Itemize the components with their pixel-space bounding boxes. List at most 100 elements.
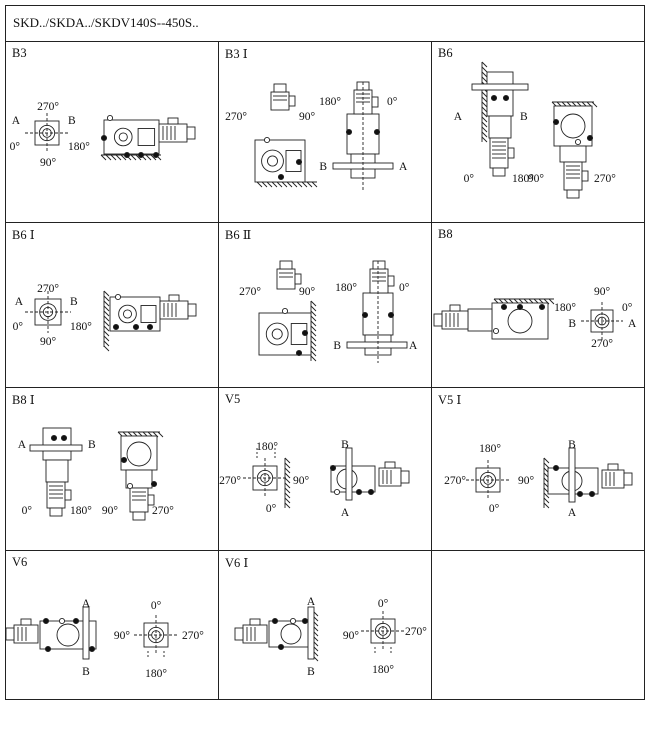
motor-end-cap xyxy=(279,260,293,270)
hatch-stroke xyxy=(548,298,555,305)
position-label: 0° xyxy=(151,600,162,612)
terminal-box xyxy=(581,170,589,182)
motor xyxy=(369,260,395,294)
drain-plug-icon xyxy=(361,311,369,319)
position-label: 270° xyxy=(225,111,247,123)
drain-plug-icon xyxy=(150,480,158,488)
hatch-stroke xyxy=(481,111,488,118)
hatch-stroke xyxy=(481,106,488,113)
gear-unit xyxy=(258,312,312,356)
drain-plug-icon xyxy=(538,303,546,311)
hatch-stroke xyxy=(543,502,550,509)
gear-hub xyxy=(271,328,283,340)
hatch-stroke xyxy=(103,305,110,312)
gear-hub xyxy=(122,309,133,319)
gear-hub xyxy=(118,132,128,142)
position-label: B xyxy=(520,111,528,123)
hatch-stroke xyxy=(310,355,317,362)
hatch-stroke xyxy=(481,116,488,123)
position-label: 0° xyxy=(13,321,24,333)
position-label: 270° xyxy=(591,338,613,350)
position-label: 270° xyxy=(594,173,616,185)
v6-1-diagram: AB0°90°270°180° xyxy=(234,596,427,678)
hatch-stroke xyxy=(310,345,317,352)
hatch-stroke xyxy=(150,154,157,161)
gear-wheel xyxy=(280,623,302,645)
series-title: SKD../SKDA../SKDV140S--450S.. xyxy=(13,15,199,30)
hatch-stroke xyxy=(105,154,112,161)
position-label: 180° xyxy=(372,664,394,676)
hatch-stroke xyxy=(481,131,488,138)
input-flange xyxy=(140,305,157,323)
motor-body xyxy=(378,467,402,487)
position-label: 90° xyxy=(518,475,535,487)
hatch-stroke xyxy=(284,477,291,484)
motor xyxy=(270,83,296,111)
mounting-surface-hatch xyxy=(103,290,110,352)
output-shaft xyxy=(471,83,529,91)
terminal-box xyxy=(294,273,302,285)
hatch-stroke xyxy=(100,154,107,161)
position-label: 90° xyxy=(40,336,57,348)
hatch-stroke xyxy=(284,502,291,509)
motor-end-cap xyxy=(234,627,244,641)
motor-body xyxy=(489,137,509,169)
hatch-stroke xyxy=(256,181,263,188)
motor xyxy=(158,117,196,143)
hatch-stroke xyxy=(110,154,117,161)
position-label: B xyxy=(568,318,576,330)
drain-plug-icon xyxy=(123,151,131,159)
drain-plug-icon xyxy=(50,434,58,442)
position-label: 0° xyxy=(489,503,500,515)
gear-hub xyxy=(267,155,278,167)
position-label: A xyxy=(15,296,24,308)
gear-housing xyxy=(42,427,72,461)
position-label: 270° xyxy=(182,630,204,642)
hatch-stroke xyxy=(543,462,550,469)
gear-wheel xyxy=(56,623,80,647)
end-view xyxy=(25,113,69,153)
drain-plug-icon xyxy=(586,134,594,142)
mounting-surface-hatch xyxy=(256,181,318,188)
motor-end-cap xyxy=(492,167,506,177)
drain-plug-icon xyxy=(146,323,154,331)
position-label: 90° xyxy=(343,630,360,642)
hatch-stroke xyxy=(311,181,318,188)
hatch-stroke xyxy=(103,315,110,322)
hatch-stroke xyxy=(481,121,488,128)
position-label: B xyxy=(333,340,341,352)
position-label: 270° xyxy=(219,475,241,487)
motor-end-cap xyxy=(400,470,410,484)
hatch-stroke xyxy=(276,181,283,188)
hatch-stroke xyxy=(481,91,488,98)
hatch-stroke xyxy=(261,181,268,188)
position-label: B xyxy=(70,296,78,308)
position-label: A xyxy=(341,507,350,519)
position-label: A xyxy=(454,111,463,123)
motor-body xyxy=(270,91,290,111)
position-label: B xyxy=(341,439,349,451)
hatch-stroke xyxy=(284,492,291,499)
drain-plug-icon xyxy=(112,323,120,331)
hatch-stroke xyxy=(310,300,317,307)
drain-plug-icon xyxy=(500,303,508,311)
drain-plug-icon xyxy=(271,617,279,625)
drain-plug-icon xyxy=(367,488,375,496)
position-label: 90° xyxy=(528,173,545,185)
drain-plug-icon xyxy=(329,464,337,472)
end-view xyxy=(581,302,623,340)
hatch-stroke xyxy=(115,154,122,161)
hatch-stroke xyxy=(103,330,110,337)
terminal-box xyxy=(64,489,72,501)
output-shaft xyxy=(307,606,315,660)
hatch-stroke xyxy=(284,472,291,479)
output-shaft xyxy=(568,447,576,503)
v5-1-diagram: 180°270°90°0°BA xyxy=(444,439,633,519)
vent-plug-icon xyxy=(58,617,66,625)
motor-end-cap xyxy=(49,507,63,517)
